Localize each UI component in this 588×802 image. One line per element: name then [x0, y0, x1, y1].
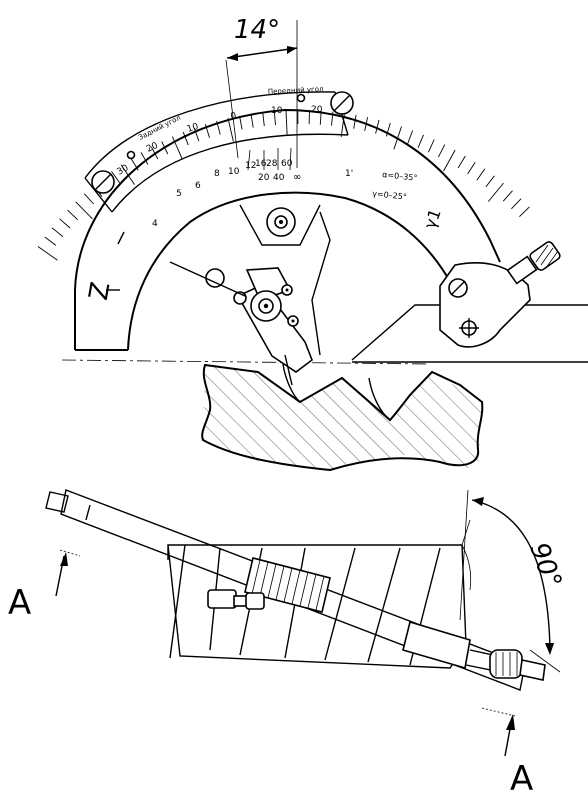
- scale-tick: [51, 227, 64, 237]
- scale-tick: [83, 193, 95, 205]
- knurled-nut: [244, 557, 331, 613]
- quadrant-inner-edge: [127, 191, 453, 351]
- scale-tick: [130, 158, 139, 171]
- pitch-20: 20: [258, 173, 270, 183]
- right-mark: γ1: [420, 206, 445, 231]
- scale-tick: [216, 120, 221, 135]
- scale-tick: [443, 149, 456, 172]
- section-mark-left: A: [8, 549, 81, 623]
- pitch-6: 6: [195, 181, 201, 191]
- scale-tick: [204, 124, 210, 138]
- scale-tick: [150, 146, 159, 160]
- scale-tick: [476, 168, 486, 181]
- alpha-range: α=0–35°: [382, 170, 418, 183]
- rear-scale-10: 10: [186, 122, 200, 135]
- angle-dimension-90: 90°: [459, 489, 567, 673]
- scale-tick: [44, 236, 57, 246]
- scale-tick: [331, 111, 334, 126]
- center-screw: [266, 207, 296, 237]
- scale-tick: [502, 190, 513, 202]
- scale-tick: [485, 175, 495, 188]
- scale-tick: [375, 119, 380, 134]
- section-mark-right: A: [481, 707, 533, 799]
- rear-scale-0: 0: [230, 111, 238, 122]
- scale-tick: [353, 114, 357, 129]
- mark-one-prime: 1': [345, 169, 353, 179]
- scale-tick: [171, 136, 183, 159]
- front-scale-20: 20: [311, 105, 323, 115]
- scale-tick: [437, 144, 446, 158]
- z-mark: Z: [84, 280, 117, 303]
- top-view: 14° Z Задний угол Передний угол 30: [37, 15, 588, 472]
- screw-left: [91, 170, 115, 194]
- scale-tick: [250, 113, 254, 128]
- measuring-blade: [205, 267, 313, 386]
- scale-tick: [227, 118, 234, 142]
- scale-tick: [487, 182, 504, 202]
- tooth-profile: [201, 363, 484, 472]
- scale-tick: [385, 122, 391, 137]
- gamma-range: γ=0–25°: [372, 189, 407, 202]
- scale-tick: [161, 141, 169, 155]
- pitch-5: 5: [176, 189, 182, 199]
- pitch-28: 28: [266, 159, 278, 169]
- scale-tick: [193, 127, 200, 142]
- scale-tick: [319, 110, 322, 125]
- rear-scale-20: 20: [145, 141, 160, 155]
- clamp-knob: [529, 241, 561, 271]
- screw-right: [330, 91, 354, 115]
- section-label-right: A: [510, 759, 533, 799]
- scale-tick: [407, 130, 414, 144]
- scale-tick: [467, 161, 476, 175]
- front-scale-10: 10: [271, 106, 283, 116]
- pitch-40: 40: [273, 173, 285, 183]
- scale-tick: [37, 246, 58, 261]
- scale-tick: [457, 155, 466, 169]
- angle-14-label: 14°: [234, 15, 280, 45]
- angle-dimension-14: 14°: [225, 15, 298, 168]
- right-arm: [351, 241, 588, 363]
- pitch-scale: 4 5 6 8 10 12 16 20 28 40 60 ∞: [152, 147, 301, 229]
- pitch-10: 10: [228, 167, 240, 177]
- scale-tick: [417, 134, 424, 148]
- bottom-view: 90° A A: [8, 489, 567, 799]
- angle-90-label: 90°: [523, 539, 567, 593]
- scale-tick: [427, 139, 435, 153]
- scale-tick: [285, 110, 288, 135]
- scale-tick: [393, 126, 402, 150]
- front-angle-caption: Передний угол: [268, 85, 324, 96]
- scale-tick: [262, 112, 265, 127]
- scale-tick: [182, 131, 189, 146]
- scale-tick: [364, 117, 369, 131]
- scale-tick: [111, 171, 121, 184]
- scale-band-outer: [84, 91, 336, 179]
- pitch-infinity: ∞: [293, 172, 301, 183]
- scale-band-inner: [111, 133, 349, 213]
- thumb-screw: [207, 589, 265, 610]
- pitch-60: 60: [281, 159, 293, 169]
- scale-tick: [59, 218, 71, 229]
- scale-tick: [140, 152, 149, 165]
- pitch-4: 4: [152, 219, 158, 229]
- right-slider: [402, 620, 546, 681]
- scale-tick: [273, 110, 276, 126]
- scale-tick: [75, 201, 93, 220]
- adjust-knob: [489, 649, 523, 679]
- pitch-16: 16: [255, 159, 267, 169]
- rear-angle-caption: Задний угол: [137, 114, 182, 142]
- scale-tick: [511, 198, 522, 210]
- pitch-8: 8: [214, 169, 220, 179]
- centre-line: [61, 359, 431, 365]
- scale-tick: [67, 209, 79, 221]
- scale-tick: [120, 164, 135, 185]
- pitch-12: 12: [245, 161, 256, 171]
- section-label-left: A: [8, 583, 31, 623]
- center-slider: [239, 204, 321, 246]
- quadrant-body: [74, 108, 501, 350]
- scale-tick: [239, 115, 243, 130]
- scale-tick: [340, 113, 345, 137]
- long-rod: [45, 489, 526, 691]
- scale-tick: [519, 206, 530, 218]
